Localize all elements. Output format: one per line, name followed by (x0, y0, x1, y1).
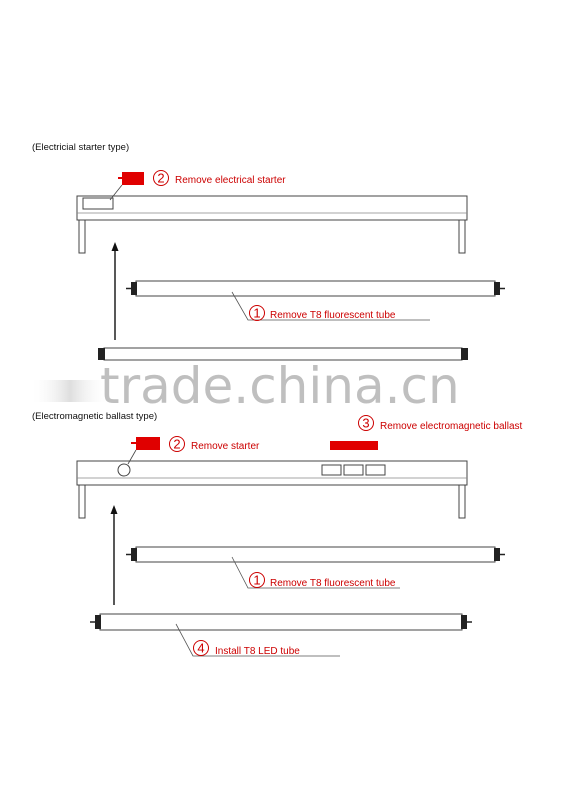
step-badge (358, 415, 374, 431)
section2-title: (Electromagnetic ballast type) (32, 411, 157, 422)
t8-fluorescent-tube-1 (126, 280, 505, 297)
watermark: trade.china.cn (30, 357, 460, 415)
step-label-install-led-tube: Install T8 LED tube (215, 646, 300, 657)
ballast-slot (321, 464, 386, 476)
step-badge (193, 640, 209, 656)
section1-title: (Electricial starter type) (32, 142, 129, 153)
arrow-up-icon (111, 242, 119, 340)
t8-fluorescent-tube-2 (126, 546, 505, 563)
step-badge (153, 170, 169, 186)
step-badge (169, 436, 185, 452)
leader-line (231, 556, 400, 589)
step-number: 1 (253, 306, 260, 321)
leader-line (127, 449, 137, 465)
step-number: 4 (197, 641, 204, 656)
step-label-remove-t8-tube: Remove T8 fluorescent tube (270, 578, 396, 589)
step-label-remove-t8-tube: Remove T8 fluorescent tube (270, 310, 396, 321)
starter-icon (136, 437, 160, 450)
fixture-2 (76, 460, 468, 519)
starter-socket (117, 463, 131, 477)
step-label-remove-starter: Remove starter (191, 441, 260, 452)
step-number: 3 (362, 416, 369, 431)
electromagnetic-ballast-icon (330, 441, 378, 450)
step-badge (249, 305, 265, 321)
step-number: 1 (253, 573, 260, 588)
step-label-remove-ballast: Remove electromagnetic ballast (380, 421, 523, 432)
svg-text:trade.china.cn: trade.china.cn (100, 357, 460, 415)
step-badge (249, 572, 265, 588)
step-label-remove-electrical-starter: Remove electrical starter (175, 175, 286, 186)
step-number: 2 (157, 171, 164, 186)
arrow-up-icon (110, 505, 118, 605)
t8-led-tube (90, 613, 472, 631)
leader-line (175, 623, 340, 657)
step-number: 2 (173, 437, 180, 452)
electrical-starter-icon (122, 172, 144, 185)
leader-line (109, 184, 123, 201)
leader-line (231, 291, 430, 321)
starter-slot-1 (82, 197, 114, 210)
fixture-1 (76, 195, 468, 254)
tube-section1-bottom (98, 347, 468, 361)
